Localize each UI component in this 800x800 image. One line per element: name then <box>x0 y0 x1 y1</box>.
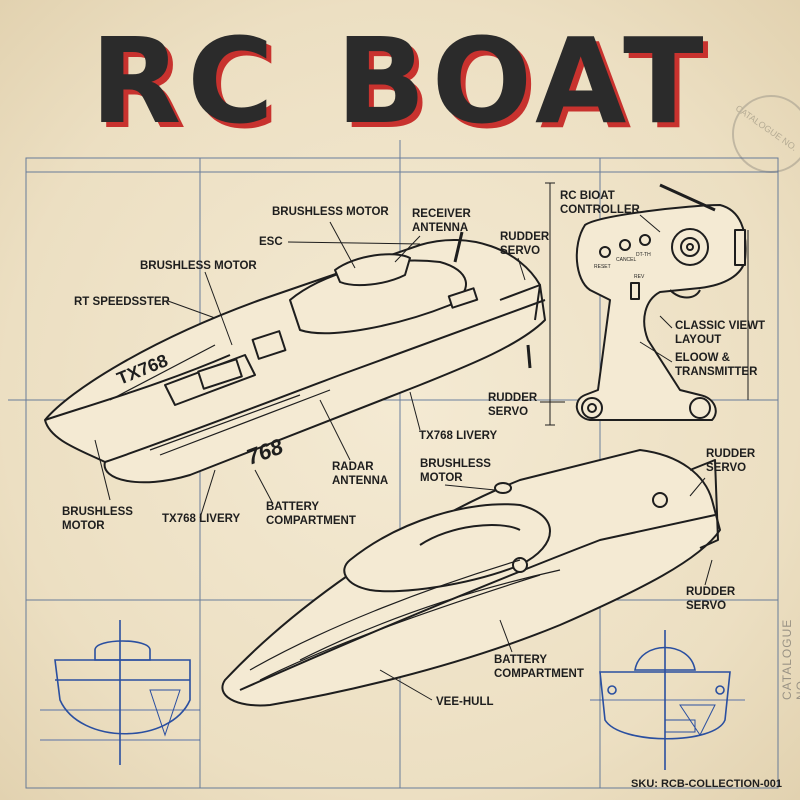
title-word-boat: BOAT <box>335 12 710 150</box>
label-rt-speedster: RT SPEEDSSTER <box>74 296 170 308</box>
controller-button-dtth: DT-TH <box>636 252 651 258</box>
sku-text: SKU: RCB-COLLECTION-001 <box>631 778 782 790</box>
label-rudder-servo-mid: RUDDER SERVO <box>488 392 538 418</box>
label-rudder-servo-right2: RUDDER SERVO <box>686 586 736 612</box>
label-brushless-motor-top: BRUSHLESS MOTOR <box>272 206 389 218</box>
blueprint-front-view-right <box>590 630 745 770</box>
label-rudder-servo-top: RUDDER SERVO <box>500 231 550 257</box>
rc-controller-drawing <box>575 183 747 421</box>
label-tx768-livery-low: TX768 LIVERY <box>162 513 241 525</box>
label-brushless-motor-left: BRUSHLESS MOTOR <box>140 260 257 272</box>
dimension-bracket <box>545 182 749 426</box>
leader-lines <box>94 214 713 701</box>
label-classic-layout: CLASSIC VIEWT LAYOUT <box>675 320 766 346</box>
vee-hull-boat-drawing <box>221 449 721 707</box>
blueprint-front-view-left <box>40 620 200 765</box>
controller-button-reset: RESET <box>594 264 611 270</box>
label-elbow-transmitter: ELOOW & TRANSMITTER <box>675 352 758 378</box>
label-rc-controller: RC BIOAT CONTROLLER <box>560 190 640 216</box>
controller-button-cancel: CANCEL <box>616 257 637 263</box>
label-tx768-livery-mid: TX768 LIVERY <box>419 430 498 442</box>
label-brushless-motor-boat2: BRUSHLESS MOTOR <box>420 458 491 484</box>
label-brushless-motor-low: BRUSHLESS MOTOR <box>62 506 133 532</box>
label-rudder-servo-right1: RUDDER SERVO <box>706 448 756 474</box>
title-word-rc: RC <box>90 12 280 150</box>
label-receiver-antenna: RECEIVER ANTENNA <box>412 208 471 234</box>
label-radar-antenna: RADAR ANTENNA <box>332 461 389 487</box>
catamaran-boat-drawing <box>44 231 546 484</box>
controller-button-rev: REV <box>634 274 645 280</box>
label-battery-compartment-1: BATTERY COMPARTMENT <box>266 501 356 527</box>
label-vee-hull: VEE-HULL <box>436 696 494 708</box>
label-esc: ESC <box>259 236 283 248</box>
label-battery-compartment-2: BATTERY COMPARTMENT <box>494 654 584 680</box>
side-catalogue-text: CATALOGUE NO. <box>780 618 800 700</box>
